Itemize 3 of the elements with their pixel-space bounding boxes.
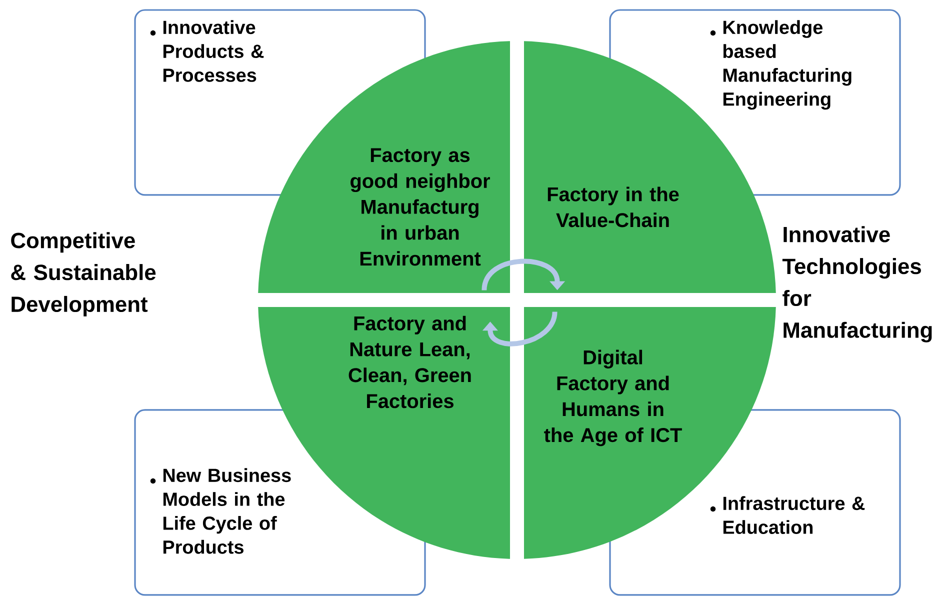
cycle-arrow <box>482 311 558 346</box>
side-heading: Competitive & Sustainable Development <box>11 232 156 316</box>
side-heading: Innovative Technologies for Manufacturing <box>782 226 932 342</box>
